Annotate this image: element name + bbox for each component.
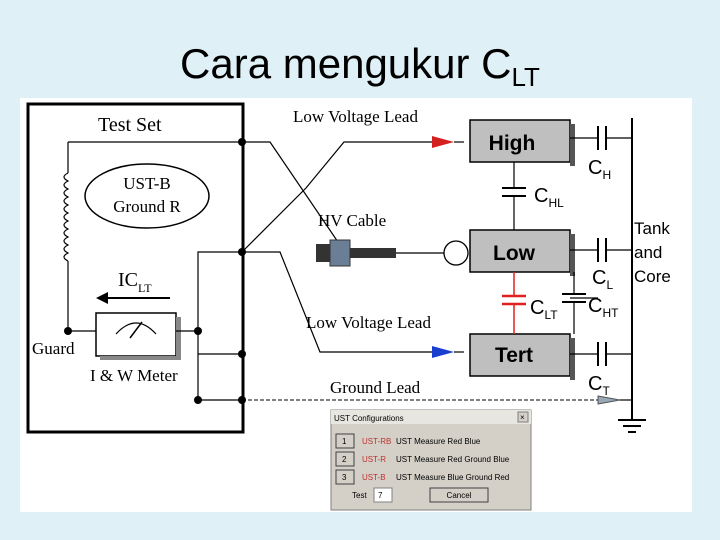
box-high-label: High	[489, 132, 536, 155]
cancel-button-label: Cancel	[447, 491, 472, 500]
row-button-2[interactable]	[335, 451, 355, 467]
circuit-diagram: Test Set UST-B Ground R ICLT Guard I & W…	[26, 102, 671, 511]
chl-main: C	[534, 185, 548, 207]
meter-dial	[115, 322, 157, 335]
hv-connector-sleeve	[329, 239, 351, 267]
meter-box	[95, 312, 177, 357]
row-button-label-1: 1	[342, 437, 347, 446]
row-code-3: UST-B	[362, 473, 386, 482]
hv-connector-body	[316, 244, 330, 262]
box-low-shadow	[570, 234, 575, 276]
red-lead-clip	[432, 136, 454, 148]
clt-main: C	[530, 297, 544, 319]
meter-label: I & W Meter	[90, 366, 178, 385]
title-subscript: LT	[511, 62, 540, 92]
test-set-label: Test Set	[98, 114, 162, 136]
cancel-button[interactable]	[429, 487, 489, 503]
cap-label-clt: CLT	[530, 297, 558, 322]
cap-label-cl: CL	[592, 267, 613, 292]
row-desc-3: UST Measure Blue Ground Red	[396, 473, 509, 482]
ic-sub: LT	[138, 281, 152, 295]
meter-shadow-right	[176, 317, 181, 360]
blue-lead-clip	[432, 346, 454, 358]
row-code-1: UST-RB	[362, 437, 391, 446]
dialog-row-3: 3 UST-B UST Measure Blue Ground Red	[335, 469, 509, 485]
ic-label: ICLT	[118, 269, 152, 295]
node-guard	[64, 327, 72, 335]
guard-label: Guard	[32, 339, 75, 358]
cht-main: C	[588, 295, 602, 317]
node-bottom-inner	[194, 396, 202, 404]
ch-sub: H	[602, 168, 611, 182]
row-desc-1: UST Measure Red Blue	[396, 437, 481, 446]
dialog-titlebar	[331, 410, 531, 424]
tank-label-1: Tank	[634, 219, 670, 238]
ic-main: IC	[118, 269, 138, 291]
coil-inductor	[63, 172, 70, 262]
test-set-box	[26, 102, 245, 434]
ground-clamp	[597, 395, 621, 405]
title-main: Cara mengukur C	[180, 40, 512, 87]
wire-low-lead-bottom	[242, 251, 432, 353]
box-low-label: Low	[493, 242, 536, 265]
ct-sub: T	[602, 384, 610, 398]
cap-label-ct: CT	[588, 373, 610, 398]
close-icon: ×	[520, 413, 525, 422]
ct-main: C	[588, 373, 602, 395]
ust-label-2: Ground R	[113, 197, 181, 216]
row-desc-2: UST Measure Red Ground Blue	[396, 455, 510, 464]
row-code-2: UST-R	[362, 455, 386, 464]
current-arrow-head	[96, 292, 108, 304]
ust-label-1: UST-B	[123, 174, 171, 193]
diagram-panel: Test Set UST-B Ground R ICLT Guard I & W…	[20, 98, 692, 512]
chl-sub: HL	[548, 196, 564, 210]
cht-sub: HT	[602, 306, 619, 320]
cap-label-cht: CHT	[588, 295, 619, 320]
node-wall-mid	[238, 350, 246, 358]
row-button-3[interactable]	[335, 469, 355, 485]
ust-ellipse	[84, 163, 210, 229]
slide-title: Cara mengukur CLT	[0, 40, 720, 93]
tank-label-2: and	[634, 243, 662, 262]
wire-low-lead-top	[241, 141, 432, 253]
test-input-value: 7	[378, 491, 383, 500]
row-button-1[interactable]	[335, 433, 355, 449]
box-high-shadow	[570, 124, 575, 166]
lead-label-top: Low Voltage Lead	[293, 107, 418, 126]
box-tert-label: Tert	[495, 344, 533, 367]
ground-lead-label: Ground Lead	[330, 378, 421, 397]
wire-cross	[242, 141, 339, 253]
meter-shadow-bottom	[100, 356, 181, 360]
cl-main: C	[592, 267, 606, 289]
clt-sub: LT	[544, 308, 558, 322]
box-tert-shadow	[570, 338, 575, 380]
test-input[interactable]	[373, 487, 393, 503]
hv-cable-label: HV Cable	[318, 211, 386, 230]
tank-label-3: Core	[634, 267, 671, 286]
wire-meter-down	[197, 331, 242, 401]
lead-label-bottom: Low Voltage Lead	[306, 313, 431, 332]
ch-main: C	[588, 157, 602, 179]
cap-label-ch: CH	[588, 157, 611, 182]
ust-config-dialog: UST Configurations × 1 UST-RB UST Measur…	[330, 409, 532, 511]
cl-sub: L	[606, 278, 613, 292]
test-label: Test	[352, 491, 367, 500]
dialog-title: UST Configurations	[334, 414, 404, 423]
cap-label-chl: CHL	[534, 185, 564, 210]
hv-cable-plug	[350, 248, 396, 258]
meter-needle	[129, 321, 143, 339]
dialog-row-2: 2 UST-R UST Measure Red Ground Blue	[335, 451, 510, 467]
row-button-label-3: 3	[342, 473, 347, 482]
hv-clamp-loop	[443, 240, 469, 266]
wire-meter-right	[176, 251, 242, 332]
row-button-label-2: 2	[342, 455, 347, 464]
dialog-row-1: 1 UST-RB UST Measure Red Blue	[335, 433, 481, 449]
box-tert	[469, 333, 571, 377]
dialog-close-button[interactable]	[517, 411, 529, 423]
